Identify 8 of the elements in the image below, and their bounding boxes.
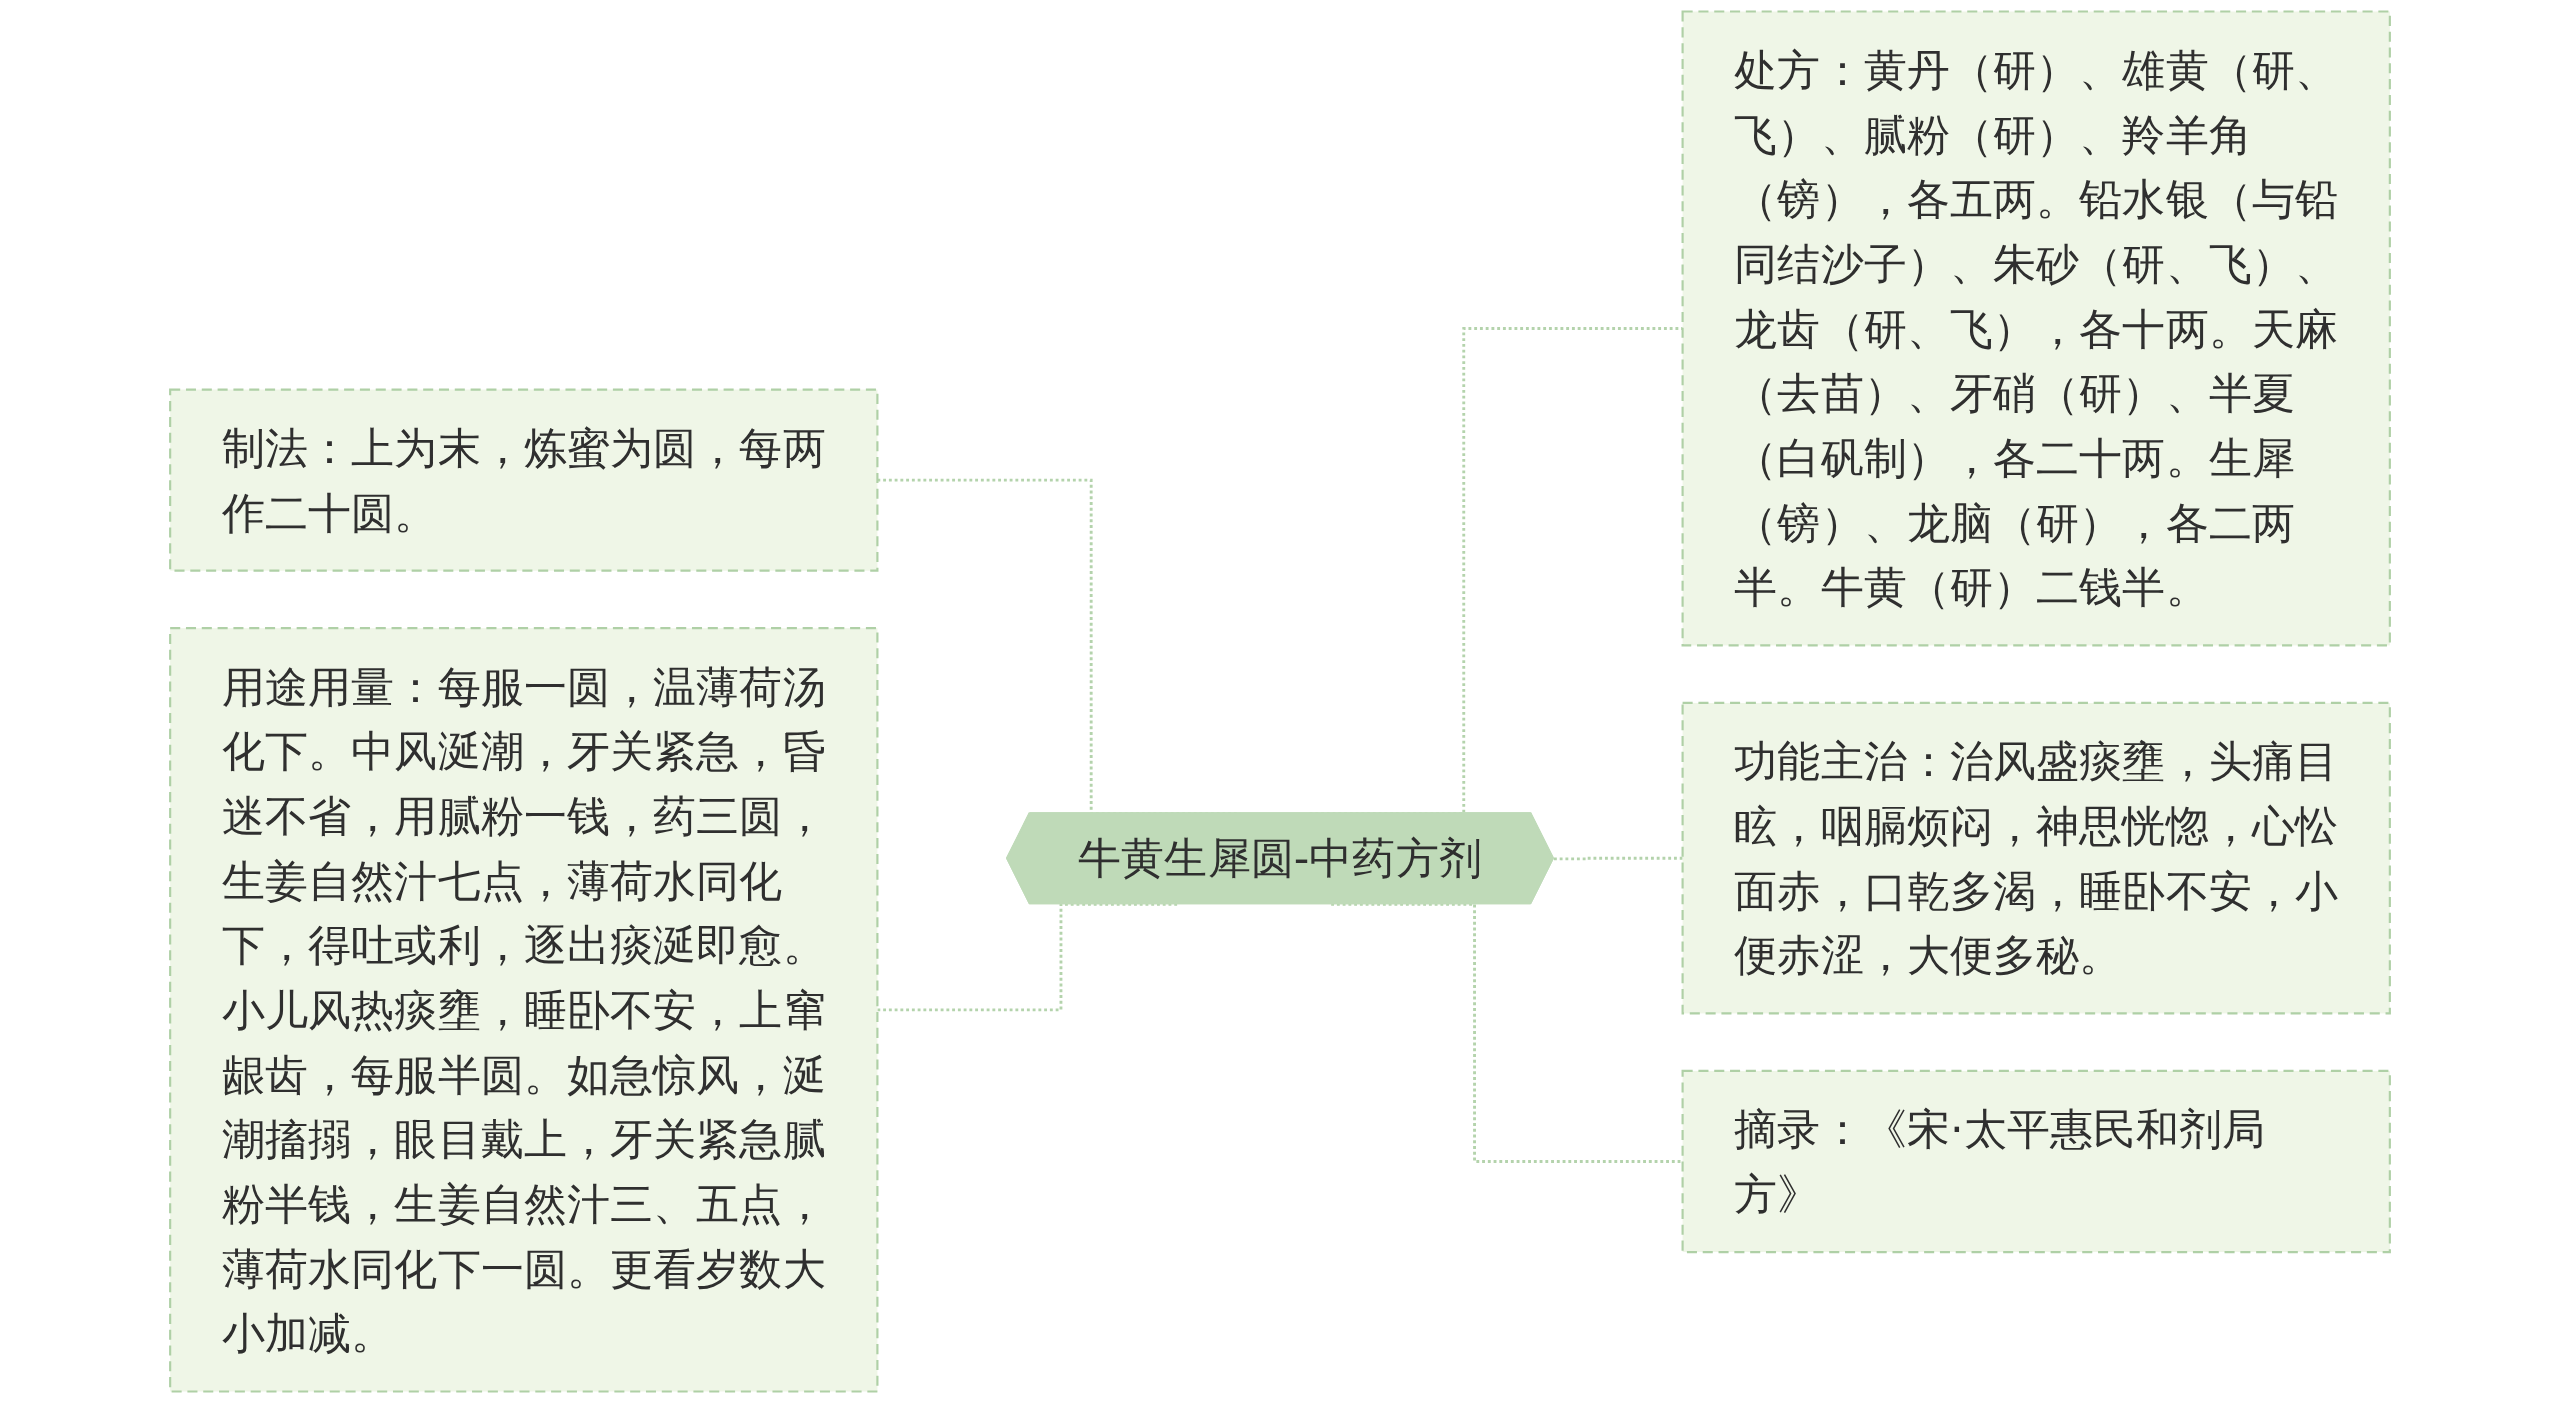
connector: [877, 902, 1180, 1012]
node-box: 功能主治：治风盛痰壅，头痛目眩，咽膈烦闷，神思恍惚，心忪面赤，口乾多渴，睡卧不安，小便赤涩，大便多秘。: [1681, 701, 2391, 1015]
node-box: 处方：黄丹（研）、雄黄（研、飞）、腻粉（研）、羚羊角（镑），各五两。铅水银（与铅同结沙子）、朱砂（研、飞）、龙齿（研、飞），各十两。天麻（去苗）、牙硝（研）、半夏（白矾制），各二十两。生犀（镑）、龙脑（研），各二两半。牛黄（研）二钱半。: [1681, 10, 2391, 647]
node-box: 摘录：《宋·太平惠民和剂局方》: [1681, 1069, 2391, 1254]
connector: [1553, 856, 1683, 861]
connector: [1331, 902, 1683, 1163]
node-box: 制法：上为末，炼蜜为圆，每两作二十圆。: [169, 388, 879, 572]
node-box: 用途用量：每服一圆，温薄荷汤化下。中风涎潮，牙关紧急，昏迷不省，用腻粉一钱，药三圆，生姜自然汁七点，薄荷水同化下，得吐或利，逐出痰涎即愈。小儿风热痰壅，睡卧不安，上窜龈齿，每服半圆。如急惊风，涎潮搐搦，眼目戴上，牙关紧急腻粉半钱，生姜自然汁三、五点，薄荷水同化下一圆。更看岁数大小加减。: [169, 627, 879, 1393]
